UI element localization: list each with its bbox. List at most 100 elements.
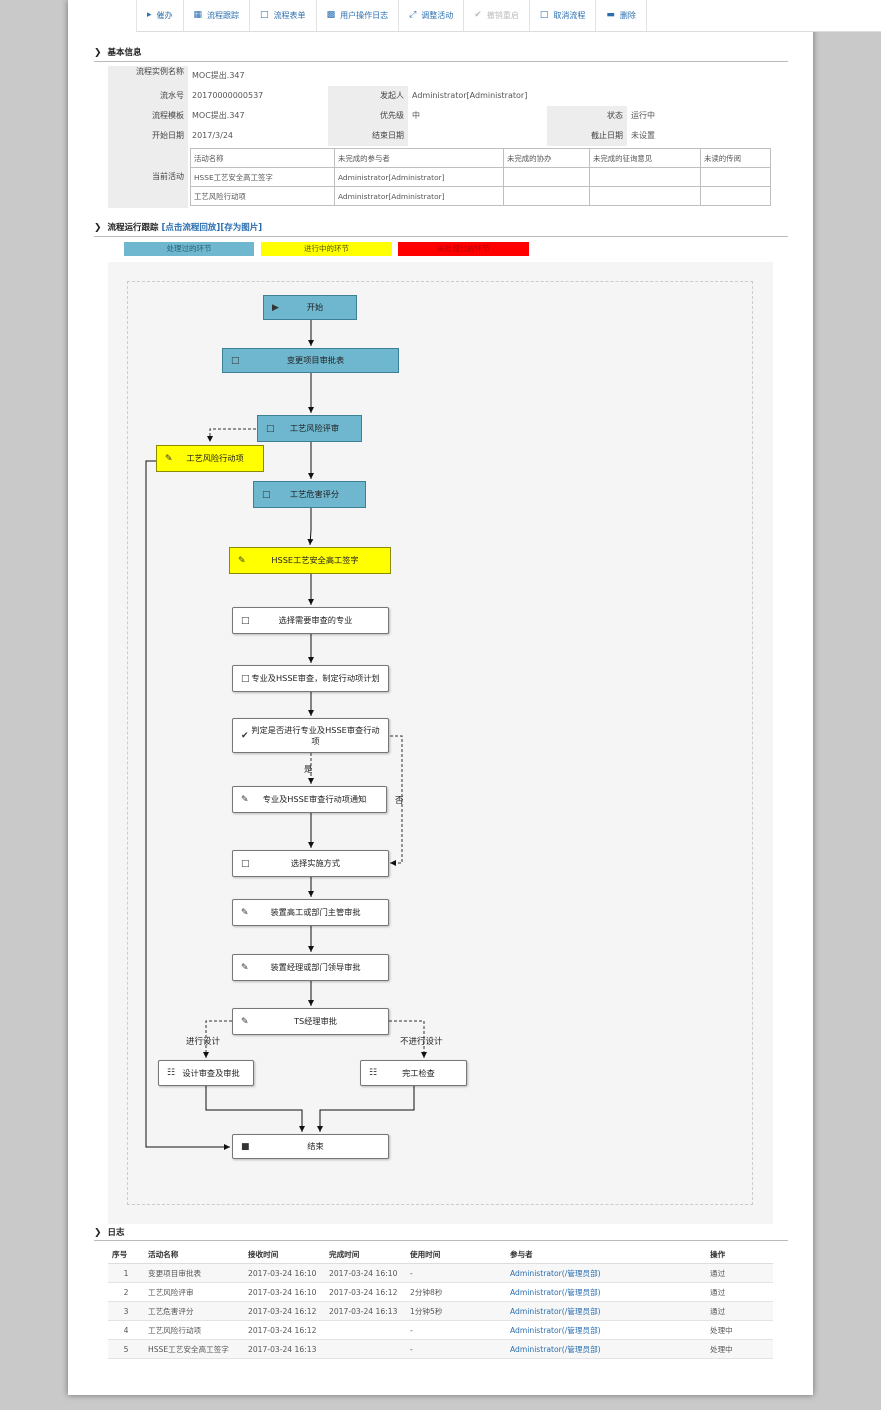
sitemap-icon: ☷ [369,1068,378,1078]
flow-node-ts-approval[interactable]: ✎TS经理审批 [232,1008,389,1035]
table-row: 2 工艺风险评审 2017-03-24 16:10 2017-03-24 16:… [108,1282,773,1302]
flow-node-decide-review[interactable]: ✔判定是否进行专业及HSSE审查行动项 [232,718,389,753]
start-date-value: 2017/3/24 [192,131,234,140]
check-icon: ✔ [241,730,249,741]
flow-tracking-button[interactable]: ▦流程跟踪 [184,0,251,31]
expand-icon: ⤢ [409,10,417,20]
initiator-value: Administrator[Administrator] [412,91,528,100]
serial-label: 流水号 [108,86,188,106]
flow-node-implementation[interactable]: □选择实施方式 [232,850,389,877]
branch-label-design: 进行设计 [186,1037,221,1047]
current-activity-table: 活动名称 未完成的参与者 未完成的协办 未完成的征询意见 未读的传阅 HSSE工… [190,148,771,206]
flow-node-hazard-score[interactable]: □工艺危害评分 [253,481,366,508]
table-header: 活动名称 [144,1245,244,1264]
section-log[interactable]: ❯日志 [94,1228,125,1238]
table-header: 接收时间 [244,1245,325,1264]
table-header: 序号 [108,1245,144,1264]
divider [94,61,788,62]
flow-node-completion-check[interactable]: ☷完工检查 [360,1060,467,1086]
legend-processed: 处理过的环节 [124,242,254,256]
flow-node-end[interactable]: ■结束 [232,1134,389,1159]
square-icon: □ [539,10,549,20]
participant-link[interactable]: Administrator(/管理员部) [506,1263,706,1283]
flow-node-review-notice[interactable]: ✎专业及HSSE审查行动项通知 [232,786,387,813]
document-icon: □ [262,489,271,500]
revoke-restart-button[interactable]: ✔撤销重启 [464,0,530,31]
flow-node-change-approval[interactable]: □变更项目审批表 [222,348,399,373]
pencil-icon: ✎ [241,907,249,918]
participant-link[interactable]: Administrator(/管理员部) [506,1320,706,1340]
section-flow-tracking[interactable]: ❯流程运行跟踪 [点击流程回放][存为图片] [94,223,263,233]
document-icon: □ [231,355,240,366]
log-table: 序号 活动名称 接收时间 完成时间 使用时间 参与者 操作 1 变更项目审批表 … [108,1245,773,1359]
flow-form-button[interactable]: □流程表单 [250,0,317,31]
legend-in-progress: 进行中的环节 [261,242,392,256]
divider [94,236,788,237]
pencil-icon: ✎ [165,453,173,464]
legend-unprocessed: 未处理过的环节 [398,242,529,256]
template-value: MOC提出.347 [192,111,245,120]
grid-icon: ▦ [193,10,203,20]
flow-node-risk-action[interactable]: ✎工艺风险行动项 [156,445,264,472]
pencil-icon: ✎ [241,794,249,805]
pencil-icon: ✎ [241,1016,249,1027]
chevron-right-icon: ❯ [94,48,102,58]
table-header: 使用时间 [406,1245,506,1264]
delete-button[interactable]: ▬删除 [596,0,647,31]
table-cell [700,186,771,206]
serial-value: 20170000000537 [192,91,264,100]
table-row: 1 变更项目审批表 2017-03-24 16:10 2017-03-24 16… [108,1263,773,1283]
flow-node-manager-approval[interactable]: ✎装置经理或部门领导审批 [232,954,389,981]
table-header: 完成时间 [325,1245,406,1264]
adjust-activity-button[interactable]: ⤢调整活动 [399,0,465,31]
branch-label-yes: 是 [304,765,313,775]
priority-value: 中 [412,111,420,120]
participant-link[interactable]: Administrator(/管理员部) [506,1282,706,1302]
current-activity-label: 当前活动 [108,146,188,208]
toolbar: ▸催办 ▦流程跟踪 □流程表单 ▩用户操作日志 ⤢调整活动 ✔撤销重启 □取消流… [136,0,881,32]
deadline-label: 截止日期 [547,126,627,146]
divider [94,1240,788,1241]
status-label: 状态 [547,106,627,126]
operation-log-button[interactable]: ▩用户操作日志 [317,0,400,31]
instance-name-label: 流程实例名称 [108,66,188,86]
table-header: 操作 [706,1245,773,1264]
flow-node-design-review[interactable]: ☷设计审查及审批 [158,1060,254,1086]
megaphone-icon: ▸ [147,10,152,20]
cancel-flow-button[interactable]: □取消流程 [530,0,597,31]
initiator-label: 发起人 [328,86,408,106]
calendar-icon: ▩ [326,10,336,20]
deadline-value: 未设置 [631,131,655,140]
end-date-label: 结束日期 [328,126,408,146]
sitemap-icon: ☷ [167,1068,176,1078]
flow-node-engineer-approval[interactable]: ✎装置高工或部门主管审批 [232,899,389,926]
document-icon: □ [241,615,250,626]
section-basic-info[interactable]: ❯基本信息 [94,48,142,58]
participant-link[interactable]: Administrator(/管理员部) [506,1339,706,1359]
document-icon: □ [266,423,275,434]
flow-canvas-border [127,281,753,1205]
flow-node-start[interactable]: ▶开始 [263,295,357,320]
branch-label-no: 否 [395,796,404,806]
document-icon: □ [241,858,250,869]
urge-button[interactable]: ▸催办 [137,0,184,31]
flow-node-hsse-sign[interactable]: ✎HSSE工艺安全高工签字 [229,547,391,574]
document-icon: □ [241,673,250,684]
status-value: 运行中 [631,111,655,120]
check-icon: ✔ [474,10,482,20]
minus-icon: ▬ [606,10,615,20]
flow-node-select-discipline[interactable]: □选择需要审查的专业 [232,607,389,634]
priority-label: 优先级 [328,106,408,126]
template-label: 流程模板 [108,106,188,126]
table-header: 参与者 [506,1245,706,1264]
participant-link[interactable]: Administrator(/管理员部) [506,1301,706,1321]
table-header-row: 序号 活动名称 接收时间 完成时间 使用时间 参与者 操作 [108,1245,773,1264]
flow-node-risk-review[interactable]: □工艺风险评审 [257,415,362,442]
pencil-icon: ✎ [238,555,246,566]
flow-node-review-plan[interactable]: □专业及HSSE审查，制定行动项计划 [232,665,389,692]
stop-icon: ■ [241,1141,250,1152]
start-date-label: 开始日期 [108,126,188,146]
table-row: 5 HSSE工艺安全高工签字 2017-03-24 16:13 - Admini… [108,1339,773,1359]
replay-link[interactable]: [点击流程回放] [161,223,221,233]
save-image-link[interactable]: [存为图片] [220,223,263,233]
